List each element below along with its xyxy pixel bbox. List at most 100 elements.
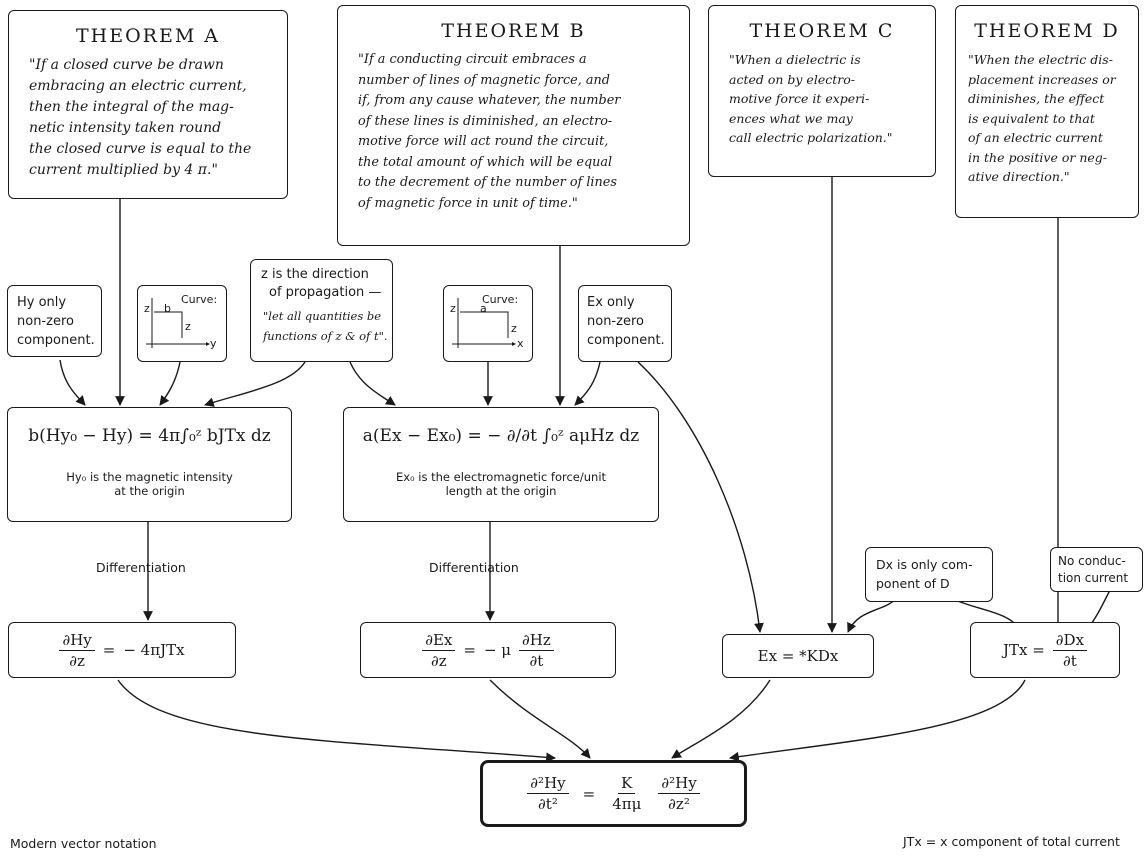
deriv-e-den: ∂z — [430, 651, 447, 670]
differentiation-label-a: Differentiation — [96, 560, 186, 575]
curve-x-axis-z: z — [450, 302, 456, 315]
final-wave-equation: ∂²Hy ∂t² = K 4πμ ∂²Hy ∂z² — [483, 763, 744, 824]
theorem-d-box: THEOREM D "When the electric dis- placem… — [955, 5, 1139, 218]
const-c-formula: Ex = *KDx — [757, 647, 839, 665]
modern-notation-label: Modern vector notation — [10, 836, 157, 851]
eq-a-box: b(Hy₀ − Hy) = 4π∫₀ᶻ bJTx dz Hy₀ is the m… — [7, 407, 292, 522]
deriv-h-rhs: − 4πJTx — [123, 641, 185, 659]
const-d-num: ∂Dx — [1052, 630, 1088, 651]
deriv-e-rhs-num: ∂Hz — [519, 630, 554, 651]
deriv-h-num: ∂Hy — [59, 630, 95, 651]
deriv-e-rhs-fraction: ∂Hz ∂t — [519, 630, 554, 671]
footnote-label: JTx = x component of total current — [903, 834, 1120, 849]
theorem-d-title: THEOREM D — [974, 20, 1120, 42]
eq-b-rhs: − ∂/∂t ∫₀ᶻ aμHz dz — [487, 426, 640, 446]
final-mid-fraction: K 4πμ — [609, 773, 644, 814]
theorem-a-title: THEOREM A — [75, 25, 221, 47]
eq-b-formula: a(Ex − Ex₀) = − ∂/∂t ∫₀ᶻ aμHz dz — [344, 426, 658, 446]
curve-x-edge-a: a — [480, 302, 487, 315]
deriv-e-formula: ∂Ex ∂z = − μ ∂Hz ∂t — [361, 623, 615, 677]
const-c-box: Ex = *KDx — [722, 634, 874, 678]
theorem-d-quote: "When the electric dis- placement increa… — [968, 52, 1116, 184]
arrow-hy-to-eq-a — [59, 359, 86, 406]
arrow-const-c-to-final — [671, 679, 771, 759]
curve-y-axis-z: z — [144, 302, 150, 315]
deriv-e-rhs-den: ∂t — [529, 651, 544, 670]
curve-y-sketch — [146, 298, 210, 348]
arrow-deriv-e-to-final — [489, 679, 591, 759]
theorem-b-title: THEOREM B — [441, 20, 586, 42]
curve-x-label: Curve: — [482, 293, 519, 306]
no-conduction-note: No conduc- tion current — [1050, 547, 1143, 592]
ex-only-note: Ex only non-zero component. — [578, 285, 672, 362]
curve-x-sketch — [452, 298, 516, 348]
const-d-fraction: ∂Dx ∂t — [1052, 630, 1088, 671]
eq-a-formula: b(Hy₀ − Hy) = 4π∫₀ᶻ bJTx dz — [8, 426, 291, 446]
deriv-h-formula: ∂Hy ∂z = − 4πJTx — [9, 623, 235, 677]
deriv-e-box: ∂Ex ∂z = − μ ∂Hz ∂t — [360, 622, 616, 678]
propagation-line1: z is the direction — [261, 267, 369, 282]
eq-a-equals: = — [138, 426, 153, 446]
curve-y-label: Curve: — [181, 293, 218, 306]
deriv-e-equals: = — [463, 641, 476, 659]
arrow-prop-to-eq-b — [349, 361, 396, 406]
curve-y-edge-z: z — [185, 320, 191, 333]
theorem-c-box: THEOREM C "When a dielectric is acted on… — [708, 5, 936, 177]
theorem-b-box: THEOREM B "If a conducting circuit embra… — [337, 5, 690, 246]
const-d-box: JTx = ∂Dx ∂t — [970, 622, 1120, 678]
eq-b-equals: = — [467, 426, 482, 446]
dx-only-text: Dx is only com- ponent of D — [876, 557, 973, 591]
final-mid-num: K — [618, 773, 636, 794]
deriv-h-equals: = — [102, 641, 116, 659]
arrow-deriv-h-to-final — [117, 679, 556, 763]
deriv-e-num: ∂Ex — [422, 630, 456, 651]
arrow-ex-to-eq-b — [574, 361, 601, 406]
const-d-formula: JTx = ∂Dx ∂t — [971, 623, 1119, 677]
eq-b-box: a(Ex − Ex₀) = − ∂/∂t ∫₀ᶻ aμHz dz Ex₀ is … — [343, 407, 659, 522]
final-rhs-fraction: ∂²Hy ∂z² — [658, 773, 700, 814]
curve-x-note: Curve: z a z x — [443, 285, 533, 362]
ex-only-text: Ex only non-zero component. — [587, 295, 665, 348]
const-d-lhs: JTx = — [1002, 641, 1045, 659]
final-rhs-num: ∂²Hy — [658, 773, 700, 794]
final-mid-den: 4πμ — [612, 795, 642, 813]
propagation-note: z is the direction of propagation — "let… — [250, 259, 393, 362]
deriv-h-box: ∂Hy ∂z = − 4πJTx — [8, 622, 236, 678]
final-rhs-den: ∂z² — [668, 795, 690, 813]
final-lhs-den: ∂t² — [538, 795, 558, 813]
final-wave-equation-box: ∂²Hy ∂t² = K 4πμ ∂²Hy ∂z² — [480, 760, 747, 827]
deriv-e-fraction: ∂Ex ∂z — [422, 630, 456, 671]
curve-y-note: Curve: z b z y — [137, 285, 227, 362]
hy-only-text: Hy only non-zero component. — [17, 295, 95, 348]
final-lhs-num: ∂²Hy — [527, 773, 569, 794]
hy-only-note: Hy only non-zero component. — [7, 285, 102, 357]
dx-only-note: Dx is only com- ponent of D — [865, 547, 993, 602]
const-d-den: ∂t — [1063, 651, 1077, 670]
eq-b-lhs: a(Ex − Ex₀) — [362, 426, 463, 446]
no-conduction-text: No conduc- tion current — [1058, 554, 1129, 585]
theorem-c-title: THEOREM C — [749, 20, 895, 42]
propagation-line2: of propagation — — [269, 285, 382, 300]
deriv-h-den: ∂z — [69, 651, 85, 670]
differentiation-label-b: Differentiation — [429, 560, 519, 575]
eq-a-lhs: b(Hy₀ − Hy) — [28, 426, 134, 446]
final-lhs-fraction: ∂²Hy ∂t² — [527, 773, 569, 814]
deriv-h-fraction: ∂Hy ∂z — [59, 630, 95, 671]
curve-y-edge-b: b — [164, 302, 171, 315]
eq-b-note: Ex₀ is the electromagnetic force/unit le… — [395, 470, 607, 498]
theorem-b-quote: "If a conducting circuit embraces a numb… — [358, 52, 621, 211]
deriv-e-coef: − μ — [483, 641, 512, 659]
theorem-a-quote: "If a closed curve be drawn embracing an… — [29, 57, 252, 178]
arrow-ex-to-const-c — [637, 361, 764, 633]
arrow-const-d-to-final — [729, 679, 1026, 762]
curve-x-edge-z: z — [511, 322, 517, 335]
final-equals: = — [582, 784, 596, 803]
arrow-dx-to-const-c — [847, 599, 896, 633]
arrow-curve-y-to-eq-a — [159, 361, 181, 406]
curve-y-axis-y: y — [210, 337, 217, 350]
curve-x-axis-x: x — [517, 337, 524, 350]
propagation-italic: "let all quantities be functions of z & … — [263, 309, 388, 343]
theorem-a-box: THEOREM A "If a closed curve be drawn em… — [8, 10, 288, 199]
theorem-c-quote: "When a dielectric is acted on by electr… — [729, 52, 893, 145]
